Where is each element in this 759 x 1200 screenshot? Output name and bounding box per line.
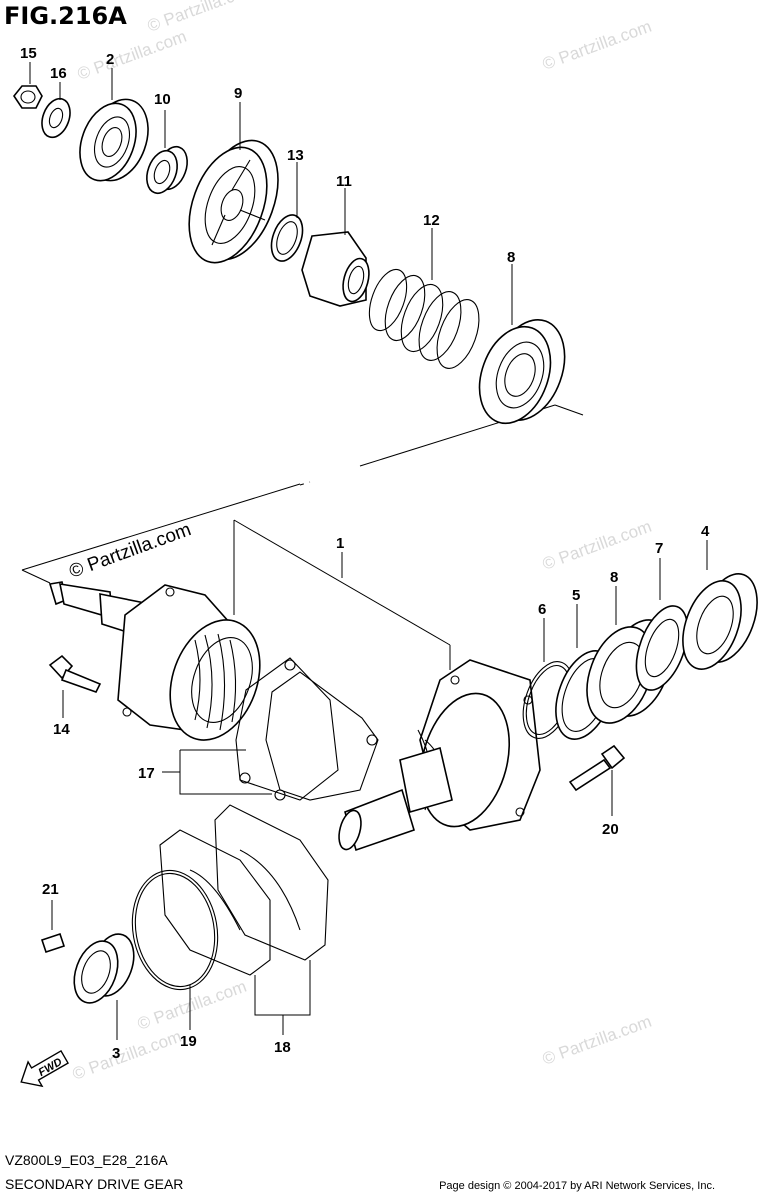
callout-15: 15	[20, 45, 37, 62]
callout-11: 11	[336, 173, 352, 190]
callout-2: 2	[106, 51, 114, 68]
part-20-bolt	[568, 744, 626, 792]
callout-21: 21	[42, 881, 59, 898]
part-1-driven-gear-housing	[338, 659, 541, 852]
figure-title: FIG.216A	[4, 2, 127, 30]
part-9-gear	[188, 139, 279, 264]
part-18-gaskets	[159, 804, 329, 1035]
callout-13: 13	[287, 147, 304, 164]
callout-16: 16	[50, 65, 67, 82]
callout-1: 1	[336, 535, 344, 552]
part-13-circlip	[270, 214, 304, 262]
watermark: © Partzilla.com	[70, 1027, 184, 1084]
forward-arrow-label: FWD	[37, 1056, 65, 1079]
part-19-o-ring	[131, 869, 219, 1030]
callout-17: 17	[138, 765, 155, 782]
part-7-oil-seal	[635, 605, 689, 691]
part-12-spring	[368, 268, 480, 369]
part-15-nut	[13, 85, 43, 109]
part-1-drive-gear-shaft	[48, 581, 261, 741]
callout-12: 12	[423, 212, 440, 229]
callout-5: 5	[572, 587, 580, 604]
watermark: © Partzilla.com	[540, 17, 654, 74]
callout-8-lower: 8	[610, 569, 618, 586]
callout-20: 20	[602, 821, 619, 838]
part-3-needle-bearing	[73, 933, 135, 1040]
part-10-collar	[146, 145, 188, 195]
part-4-nut	[682, 573, 758, 670]
part-16-washer	[41, 97, 71, 139]
part-11-cam-dog	[301, 231, 370, 307]
callout-18: 18	[274, 1039, 291, 1056]
forward-arrow-icon: FWD	[20, 1049, 69, 1088]
part-8-bearing-upper	[478, 318, 566, 425]
callout-labels: 1 2 3 4 5 6 7 8 8 9 10 11 12 13 14 15 16…	[20, 45, 710, 1062]
leader-lines	[29, 62, 708, 816]
callout-10: 10	[154, 91, 171, 108]
callout-4: 4	[701, 523, 710, 540]
assembly-frame	[21, 404, 584, 670]
callout-3: 3	[112, 1045, 120, 1062]
callout-9: 9	[234, 85, 242, 102]
callout-14: 14	[53, 721, 70, 738]
copyright-notice: Page design © 2004-2017 by ARI Network S…	[439, 1180, 715, 1192]
part-2-bearing	[79, 98, 149, 182]
part-21-pin	[40, 900, 66, 954]
watermark: © Partzilla.com	[540, 517, 654, 574]
part-17-gaskets	[162, 657, 379, 801]
diagram-name: SECONDARY DRIVE GEAR	[5, 1176, 184, 1192]
watermark-dark: © Partzilla.com	[67, 519, 194, 583]
watermark: © Partzilla.com	[540, 1012, 654, 1069]
part-14-bolt	[48, 654, 102, 693]
watermark: © Partzilla.com	[135, 977, 249, 1034]
callout-7: 7	[655, 540, 663, 557]
watermark: © Partzilla.com	[75, 27, 189, 84]
callout-6: 6	[538, 601, 546, 618]
callout-19: 19	[180, 1033, 197, 1050]
callout-8-upper: 8	[507, 249, 515, 266]
diagram-code: VZ800L9_E03_E28_216A	[5, 1152, 168, 1168]
watermark: © Partzilla.com	[145, 0, 259, 36]
